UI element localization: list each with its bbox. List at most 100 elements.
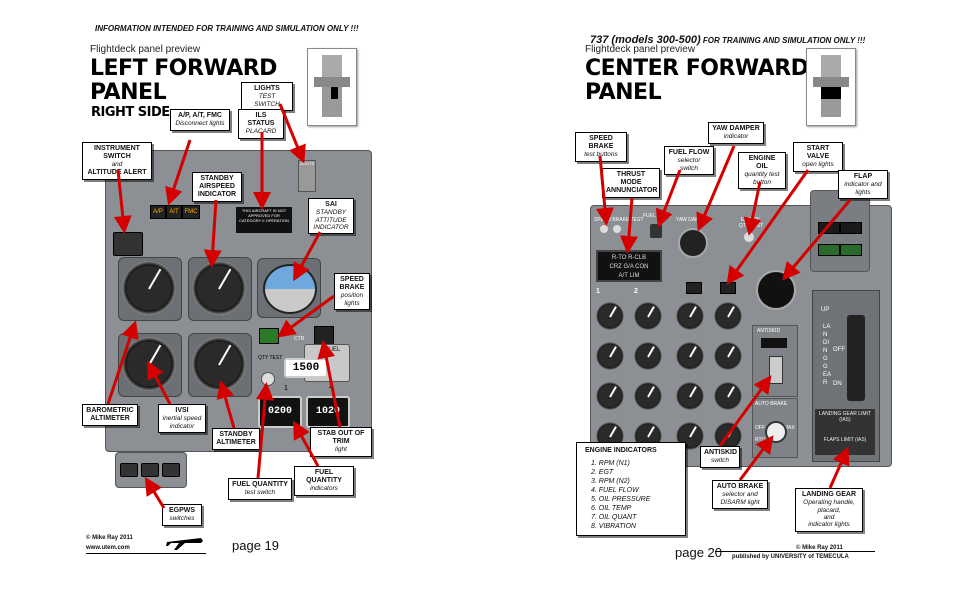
spd-brake-test-label: SPEED BRAKE TEST [594, 217, 644, 223]
fuel-ctr-label: CTR [294, 336, 305, 342]
gear-off-label: OFF [833, 347, 845, 353]
engine-oil-quantity-test-button[interactable] [744, 232, 754, 242]
fuel-tank-2-number: 2 [329, 383, 333, 390]
right-location-thumbnail [806, 48, 856, 126]
antiskid-inop-light [761, 338, 787, 348]
right-publisher: published by UNIVERSITY of TEMECULA [732, 554, 849, 560]
barometric-altimeter-gauge [122, 261, 176, 315]
standby-altimeter-gauge [192, 337, 246, 391]
autobrake-label: AUTO BRAKE [755, 401, 788, 407]
antiskid-switch[interactable] [769, 356, 783, 384]
right-page-number: page 20 [675, 545, 722, 560]
engine-gauge [676, 302, 704, 330]
fuel-flow-switch-label: FUEL FLOW [643, 213, 672, 219]
fuel-tank-1-number: 1 [284, 385, 288, 392]
right-title-line2: PANEL [585, 80, 662, 105]
ivsi-gauge [122, 337, 176, 391]
engine-gauge [714, 342, 742, 370]
gear-light-left [818, 244, 840, 256]
lights-test-switch[interactable]: LIGHTS [298, 160, 316, 192]
start-valve-light-2 [720, 282, 736, 294]
landing-gear-handle[interactable] [847, 315, 865, 401]
list-item: 1. RPM (N1) [591, 460, 630, 468]
instrument-switch[interactable] [113, 232, 143, 256]
yaw-damper-label: YAW DAMPER [676, 217, 710, 223]
flaps-limit-text: FLAPS LIMIT (IAS) [823, 437, 867, 443]
engine-gauge [634, 382, 662, 410]
fuel-qty-center-display: 1500 [284, 358, 328, 378]
list-item: 6. OIL TEMP [591, 505, 632, 513]
engine-gauge [676, 342, 704, 370]
autobrake-panel: AUTO BRAKE OFF RTO MAX [752, 398, 798, 458]
flap-position-indicator [756, 270, 796, 310]
engine-gauge [714, 302, 742, 330]
callout-barometric-altimeter: BAROMETRIC ALTIMETER [82, 404, 138, 427]
landing-gear-placard: LANDING GEAR LIMIT (IAS) FLAPS LIMIT (IA… [815, 409, 875, 455]
yaw-damper-indicator [678, 228, 708, 258]
thrust-mode-line3: A/T LIM [618, 273, 640, 279]
airplane-icon [166, 538, 203, 550]
left-copyright: © Mike Ray 2011 [86, 535, 133, 541]
fuel-flow-selector-switch[interactable] [650, 224, 662, 238]
right-banner-text: FOR TRAINING AND SIMULATION ONLY !!! [700, 36, 866, 45]
engine-indicators-list: 1. RPM (N1) 2. EGT 3. RPM (N2) 4. FUEL F… [591, 459, 677, 531]
fuel-label-top: FUEL [325, 347, 341, 353]
ils-status-placard: THIS AIRCRAFT IS NOT APPROVED FOR CATEGO… [236, 207, 292, 233]
egpws-switch-3[interactable] [162, 463, 180, 477]
gear-dn-label: DN [833, 381, 842, 387]
autobrake-off-label: OFF [755, 425, 765, 431]
engine-gauge [596, 382, 624, 410]
left-title-line1: LEFT FORWARD [90, 56, 277, 81]
engine-2-number: 2 [634, 288, 638, 295]
standby-airspeed-gauge [192, 261, 246, 315]
left-banner: INFORMATION INTENDED FOR TRAINING AND SI… [95, 24, 359, 33]
egpws-switch-1[interactable] [120, 463, 138, 477]
list-item: 8. VIBRATION [591, 523, 636, 531]
annun-at-light: A/T [166, 205, 182, 219]
annun-ap-light: A/P [150, 205, 166, 219]
engine-gauge [634, 302, 662, 330]
fuel-qty-tank2-display: 1020 [306, 396, 350, 428]
list-item: 3. RPM (N2) [591, 478, 630, 486]
left-url: www.utem.com [86, 545, 130, 551]
engine-1-number: 1 [596, 288, 600, 295]
engine-gauge [596, 342, 624, 370]
speed-brake-test-button-2[interactable] [613, 225, 621, 233]
flap-light-1 [818, 222, 840, 234]
flap-light-2 [840, 222, 862, 234]
left-page-number: page 19 [232, 538, 279, 553]
engine-gauge [676, 382, 704, 410]
right-preview-label: Flightdeck panel preview [585, 44, 696, 55]
list-item: 7. OIL QUANT [591, 514, 637, 522]
autobrake-rto-label: RTO [755, 437, 766, 443]
egpws-switch-2[interactable] [141, 463, 159, 477]
speed-brake-test-button-1[interactable] [600, 225, 608, 233]
right-banner: 737 (models 300-500) FOR TRAINING AND SI… [590, 30, 865, 48]
left-title-line3: RIGHT SIDE [91, 105, 170, 120]
qty-test-label: QTY TEST [258, 355, 283, 361]
antiskid-panel: ANTISKID [752, 325, 798, 397]
right-copyright: © Mike Ray 2011 [796, 545, 843, 551]
landing-gear-panel: UP LANDING GEAR OFF DN LANDING GEAR LIMI… [812, 290, 880, 462]
antiskid-label: ANTISKID [757, 328, 781, 334]
engine-gauge [634, 342, 662, 370]
stab-out-of-trim-light [314, 326, 334, 346]
list-item: 5. OIL PRESSURE [591, 496, 651, 504]
right-banner-model: 737 (models 300-500) [590, 34, 701, 46]
autobrake-selector-knob[interactable] [765, 421, 787, 443]
callout-thrust-mode: THRUST MODE ANNUNCIATOR [602, 168, 660, 199]
engine-indicators-heading: ENGINE INDICATORS [585, 447, 657, 454]
fuel-quantity-test-switch[interactable] [261, 372, 275, 386]
left-footer-rule [86, 553, 206, 554]
